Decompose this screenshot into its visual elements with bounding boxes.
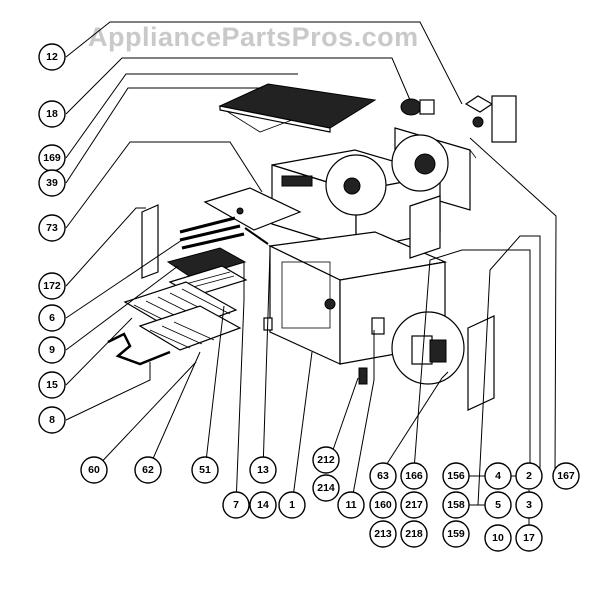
callouts: 12 18 169 39 73 172 6 9 15 8 60 62 51 7 … <box>38 43 580 552</box>
svg-text:213: 213 <box>374 528 392 540</box>
callout-214[interactable]: 214 <box>312 474 340 502</box>
callout-39[interactable]: 39 <box>38 169 66 197</box>
svg-text:156: 156 <box>447 470 465 482</box>
callout-160[interactable]: 160 <box>369 491 397 519</box>
callout-1[interactable]: 1 <box>278 491 306 519</box>
callout-9[interactable]: 9 <box>38 336 66 364</box>
callout-10[interactable]: 10 <box>484 524 512 552</box>
svg-text:160: 160 <box>374 499 392 511</box>
callout-18[interactable]: 18 <box>38 100 66 128</box>
svg-text:15: 15 <box>46 379 58 391</box>
right-side-plate <box>391 195 495 411</box>
callout-167[interactable]: 167 <box>552 462 580 490</box>
svg-text:158: 158 <box>447 499 465 511</box>
callout-3[interactable]: 3 <box>515 491 543 519</box>
callout-51[interactable]: 51 <box>191 456 219 484</box>
callout-73[interactable]: 73 <box>38 214 66 242</box>
callout-159[interactable]: 159 <box>442 520 470 548</box>
svg-text:169: 169 <box>43 152 61 164</box>
leader-lines <box>65 21 557 530</box>
svg-text:7: 7 <box>233 499 239 511</box>
svg-text:6: 6 <box>49 312 55 324</box>
callout-217[interactable]: 217 <box>400 491 428 519</box>
svg-text:39: 39 <box>46 177 58 189</box>
svg-text:14: 14 <box>257 499 269 511</box>
svg-text:218: 218 <box>405 528 423 540</box>
top-motor-assembly <box>400 95 517 143</box>
svg-text:217: 217 <box>405 499 423 511</box>
callout-172[interactable]: 172 <box>38 272 66 300</box>
svg-text:73: 73 <box>46 222 58 234</box>
callout-2[interactable]: 2 <box>515 462 543 490</box>
svg-text:214: 214 <box>317 482 335 494</box>
callout-6[interactable]: 6 <box>38 304 66 332</box>
callout-166[interactable]: 166 <box>400 462 428 490</box>
svg-text:12: 12 <box>46 51 58 63</box>
oven-cavity <box>267 231 448 365</box>
callout-169[interactable]: 169 <box>38 144 66 172</box>
callout-63[interactable]: 63 <box>369 462 397 490</box>
svg-text:63: 63 <box>377 470 389 482</box>
svg-text:11: 11 <box>345 499 356 511</box>
callout-4[interactable]: 4 <box>484 462 512 490</box>
broil-element <box>107 332 171 366</box>
callout-13[interactable]: 13 <box>249 456 277 484</box>
oven-floor-plate <box>203 187 302 231</box>
svg-text:3: 3 <box>526 499 532 511</box>
callout-11[interactable]: 11 <box>337 491 365 519</box>
watermark: AppliancePartsPros.com <box>88 22 419 52</box>
callout-12[interactable]: 12 <box>38 43 66 71</box>
top-broil-grid <box>218 83 377 133</box>
callout-5[interactable]: 5 <box>484 491 512 519</box>
svg-text:159: 159 <box>447 528 465 540</box>
svg-text:18: 18 <box>46 108 58 120</box>
svg-text:17: 17 <box>523 532 535 544</box>
side-shield <box>141 204 159 279</box>
svg-text:8: 8 <box>49 414 55 426</box>
callout-158[interactable]: 158 <box>442 491 470 519</box>
svg-text:60: 60 <box>88 464 100 476</box>
svg-text:51: 51 <box>199 464 211 476</box>
callout-17[interactable]: 17 <box>515 524 543 552</box>
svg-text:4: 4 <box>495 470 501 482</box>
svg-text:9: 9 <box>49 344 55 356</box>
svg-text:166: 166 <box>405 470 423 482</box>
callout-7[interactable]: 7 <box>222 491 250 519</box>
callout-15[interactable]: 15 <box>38 371 66 399</box>
svg-text:2: 2 <box>526 470 532 482</box>
svg-text:62: 62 <box>142 464 154 476</box>
callout-156[interactable]: 156 <box>442 462 470 490</box>
callout-213[interactable]: 213 <box>369 520 397 548</box>
parts-drawing <box>107 83 517 411</box>
svg-text:13: 13 <box>257 464 269 476</box>
svg-text:212: 212 <box>317 454 335 466</box>
callout-62[interactable]: 62 <box>134 456 162 484</box>
oven-rack <box>123 281 242 351</box>
callout-60[interactable]: 60 <box>80 456 108 484</box>
callout-212[interactable]: 212 <box>312 446 340 474</box>
callout-8[interactable]: 8 <box>38 406 66 434</box>
svg-text:10: 10 <box>492 532 504 544</box>
callout-218[interactable]: 218 <box>400 520 428 548</box>
svg-text:5: 5 <box>495 499 501 511</box>
svg-text:172: 172 <box>43 280 61 292</box>
svg-text:167: 167 <box>557 470 575 482</box>
svg-text:1: 1 <box>289 499 295 511</box>
callout-14[interactable]: 14 <box>249 491 277 519</box>
